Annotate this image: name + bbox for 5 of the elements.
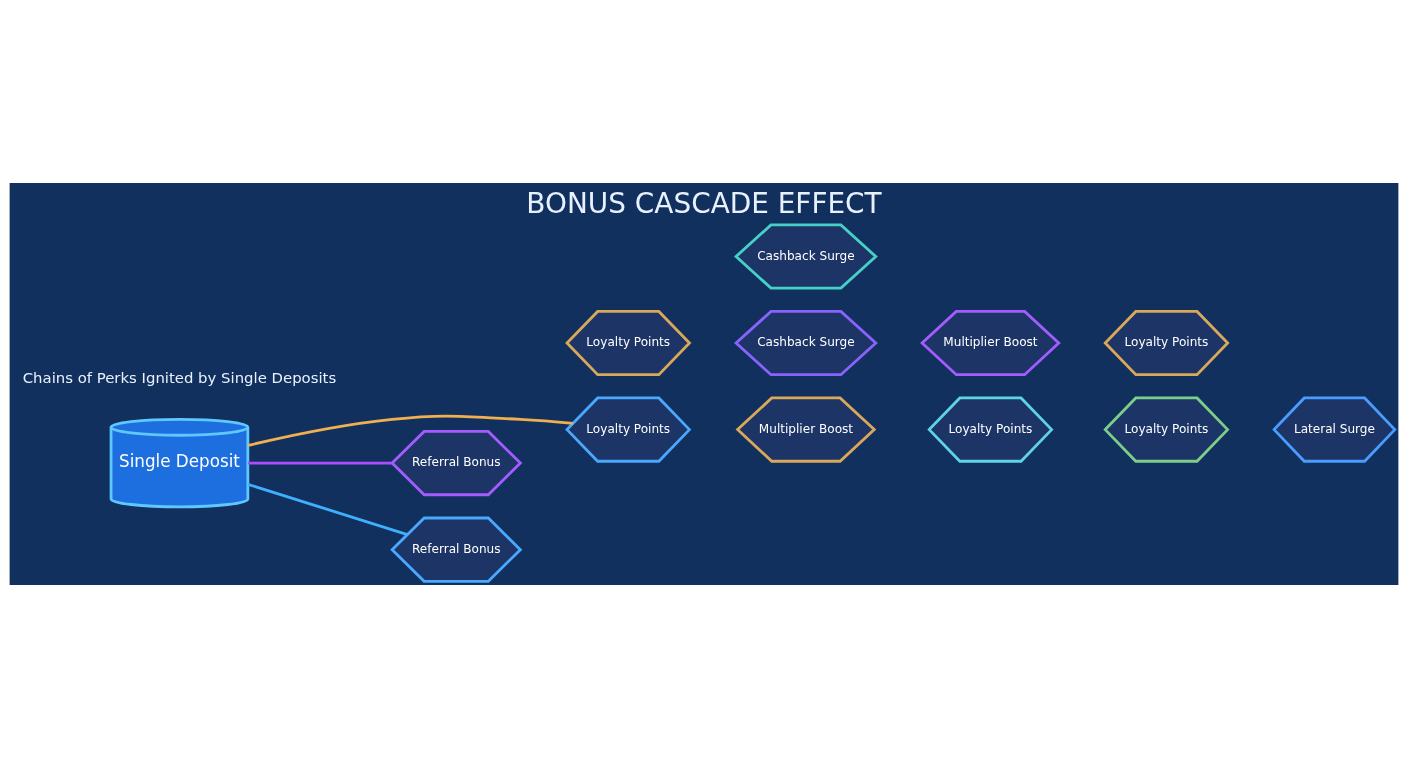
connector bbox=[247, 414, 574, 447]
connector bbox=[247, 483, 408, 536]
label: Chains of Perks Ignited by Single Deposits bbox=[22, 368, 337, 387]
diagram-title: BONUS CASCADE EFFECT bbox=[526, 186, 882, 220]
connector bbox=[248, 461, 392, 465]
